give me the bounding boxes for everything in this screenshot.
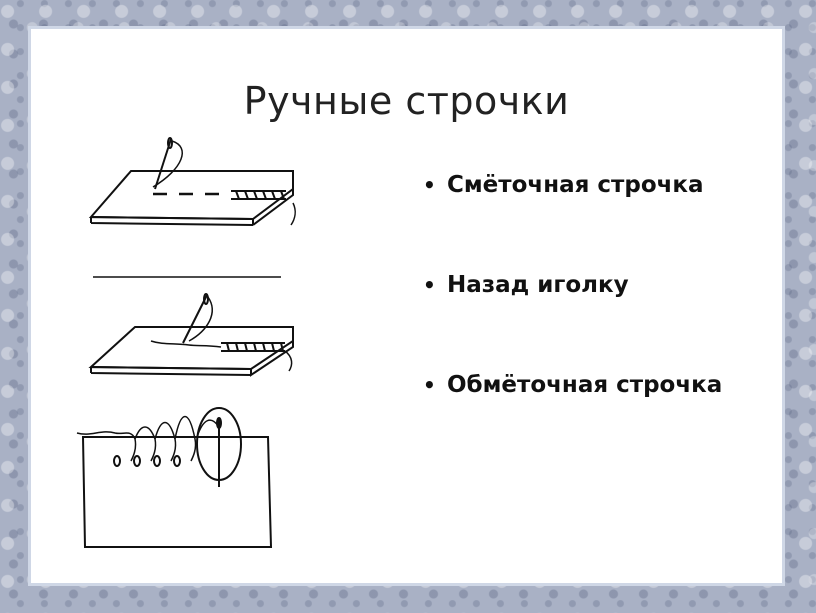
slide-title: Ручные строчки (243, 79, 570, 123)
list-item: • Смёточная строчка (421, 169, 761, 201)
basting-stitch-illustration (88, 137, 296, 226)
bullet-text: Назад иголку (447, 272, 629, 298)
stitch-illustrations (76, 137, 296, 548)
bullet-dot-icon: • (423, 273, 436, 297)
bullet-list: • Смёточная строчка • Назад иголку • Обмёто… (421, 169, 761, 469)
slide: Ручные строчки (28, 26, 785, 586)
list-item: • Обмёточная строчка (421, 369, 761, 401)
bullet-text: Смёточная строчка (447, 172, 704, 198)
list-item: • Назад иголку (421, 269, 761, 301)
bullet-text: Обмёточная строчка (447, 372, 723, 398)
backstitch-illustration (88, 293, 294, 377)
bullet-dot-icon: • (423, 373, 436, 397)
overcast-stitch-illustration (76, 407, 273, 548)
bullet-dot-icon: • (423, 173, 436, 197)
